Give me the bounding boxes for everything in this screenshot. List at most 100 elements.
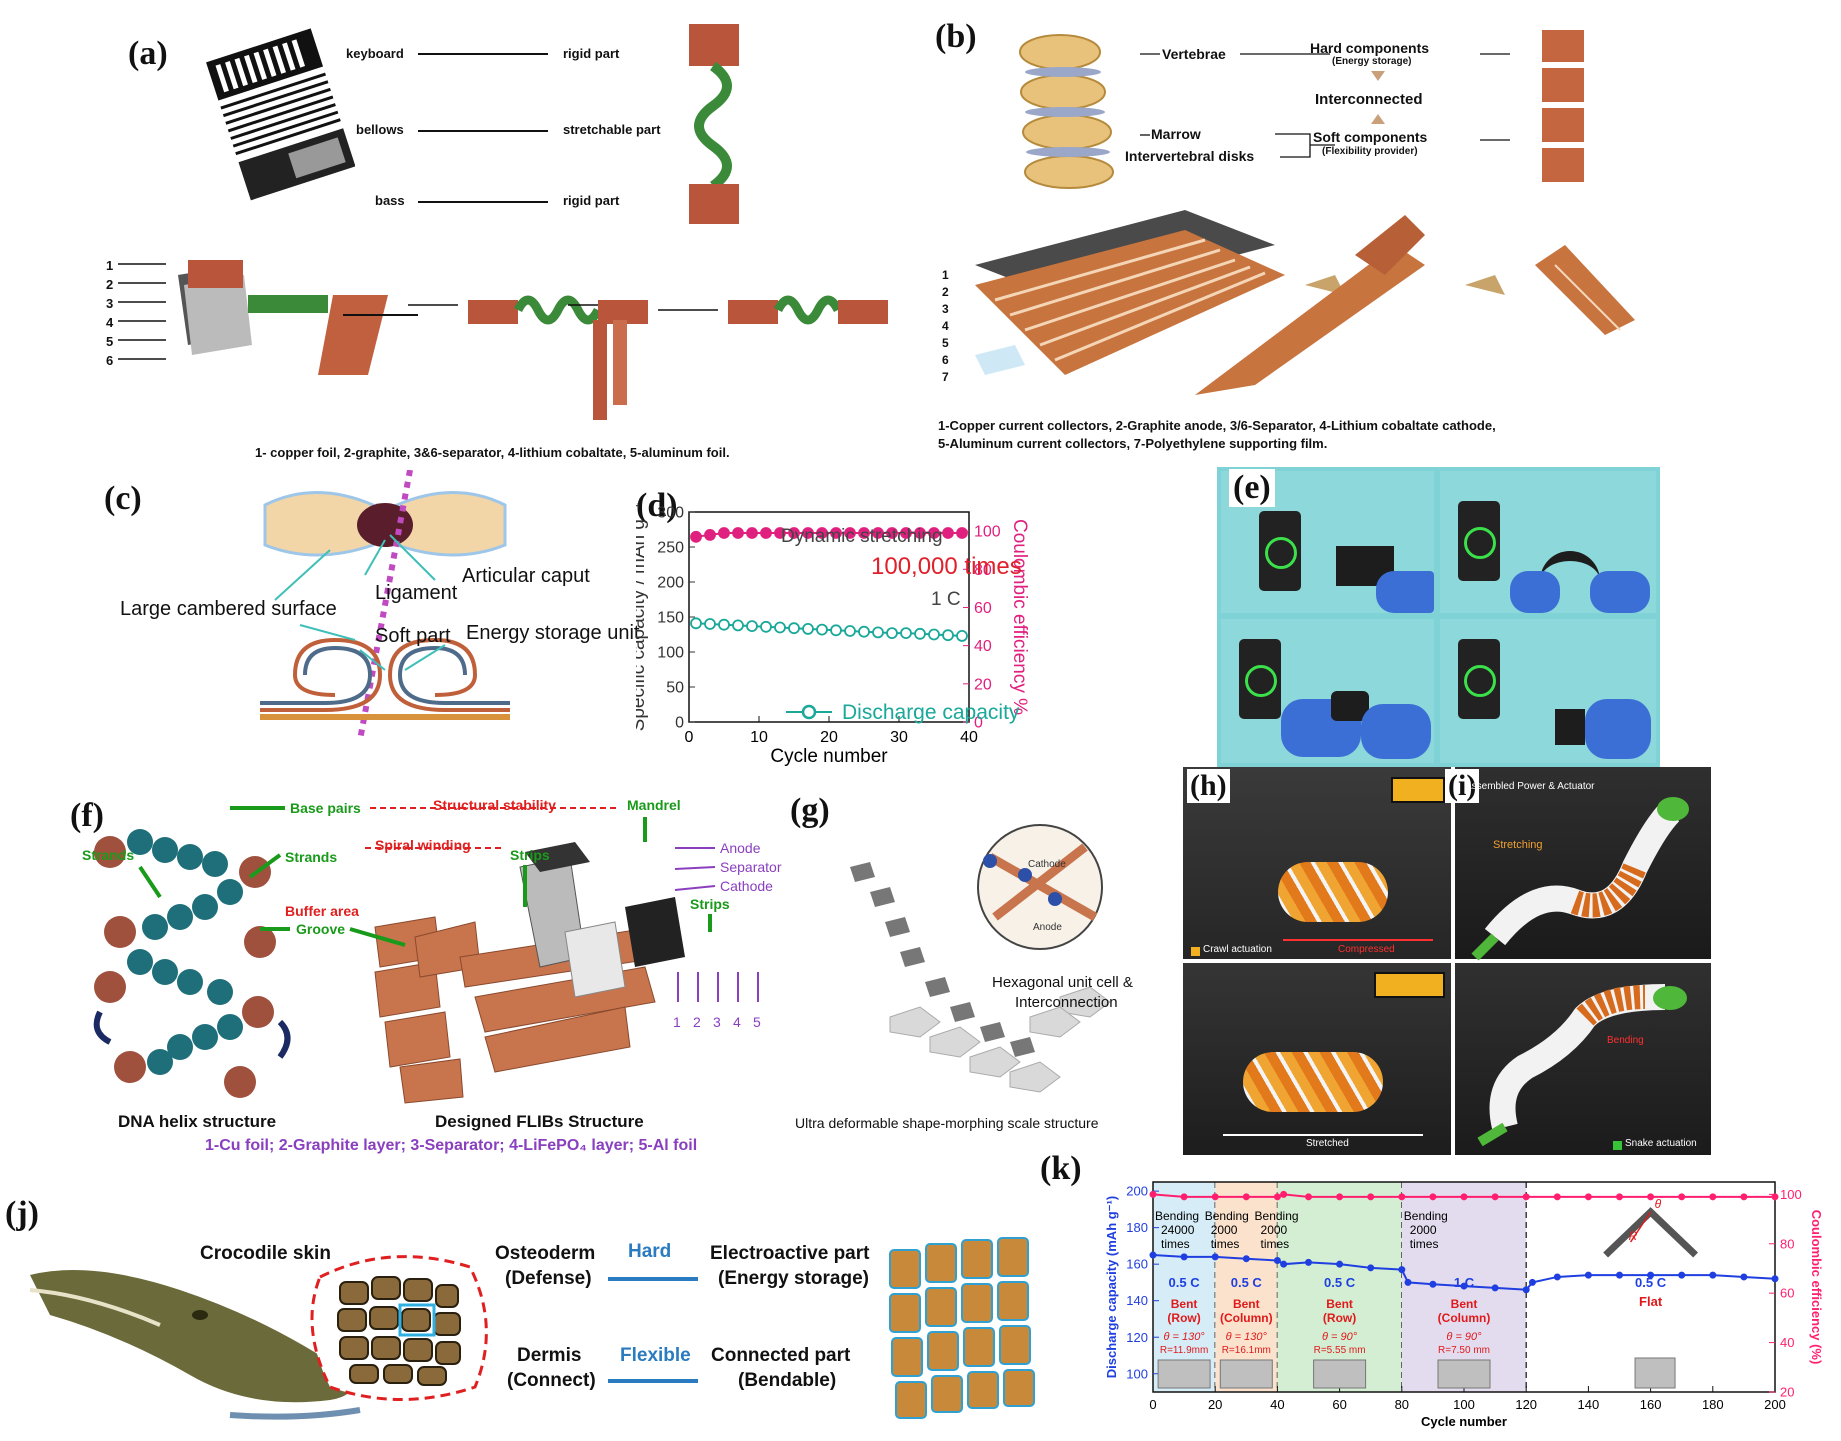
data-point — [1336, 1193, 1344, 1201]
y-tick-label: 140 — [1126, 1293, 1148, 1308]
stretched-label: Stretched — [1306, 1138, 1349, 1149]
snake-actuation-label: Snake actuation — [1625, 1138, 1697, 1149]
rate-label: 0.5 C — [1635, 1275, 1667, 1290]
compressed-arrows — [1283, 939, 1433, 941]
data-point — [1740, 1273, 1748, 1281]
tile-battery-illustration — [889, 1237, 1035, 1419]
glove-hand — [1361, 704, 1431, 759]
data-point — [872, 626, 884, 639]
analogy-left-3: bass — [375, 193, 405, 208]
data-point — [956, 527, 968, 539]
chart-region — [1153, 1182, 1216, 1392]
panel-a-label: (a) — [128, 35, 168, 72]
analogy-left-1: keyboard — [346, 46, 404, 61]
strips-label: Strips — [510, 847, 550, 863]
panel-b-caption-1: 1-Copper current collectors, 2-Graphite … — [938, 418, 1496, 433]
soft-components-sub: (Flexibility provider) — [1322, 146, 1418, 157]
data-point — [1429, 1193, 1437, 1201]
data-point — [788, 527, 800, 539]
data-point — [844, 625, 856, 637]
data-point — [1367, 1264, 1375, 1272]
x-tick-label: 140 — [1578, 1397, 1600, 1412]
panel-b-caption-2: 5-Aluminum current collectors, 7-Polyeth… — [938, 436, 1328, 451]
separator-label: Separator — [720, 859, 782, 875]
bending-note: Bending — [1155, 1209, 1199, 1223]
data-point — [1522, 1193, 1530, 1201]
data-point — [1584, 1193, 1592, 1201]
cathode-label: Cathode — [720, 878, 773, 894]
connected-sub-label: (Bendable) — [738, 1370, 837, 1391]
data-point — [1522, 1286, 1530, 1294]
photo-bent-battery — [1440, 471, 1656, 613]
data-point — [690, 617, 702, 630]
panel-c: (c) Ligament Articular caput Large cambe… — [0, 470, 700, 741]
bending-note: times — [1261, 1237, 1290, 1251]
x-tick-label: 20 — [1208, 1397, 1222, 1412]
d-annotation-dynamic: Dynamic stretching — [781, 526, 943, 547]
crawler-robot-stretched — [1243, 1052, 1383, 1112]
bend-angle-diagram — [1603, 1207, 1699, 1258]
panel-b-label: (b) — [935, 18, 977, 55]
y-axis-label: Discharge capacity (mAh g⁻¹) — [1104, 1196, 1119, 1378]
data-point — [802, 622, 814, 635]
data-point — [942, 527, 954, 539]
y2-tick-label: 0 — [974, 715, 983, 732]
data-point — [914, 527, 926, 539]
anode-label: Anode — [720, 840, 761, 856]
data-point — [1404, 1278, 1412, 1286]
data-point — [1180, 1193, 1188, 1201]
data-point — [1429, 1280, 1437, 1288]
data-point — [760, 620, 772, 633]
panel-c-label: (c) — [104, 480, 142, 517]
bending-note: times — [1410, 1237, 1439, 1251]
data-point — [1280, 1260, 1288, 1268]
data-point — [1553, 1273, 1561, 1281]
x-tick-label: 180 — [1702, 1397, 1724, 1412]
layer-label: 6 — [106, 353, 114, 368]
data-point — [802, 527, 814, 539]
analogy-right-2: stretchable part — [563, 122, 661, 137]
data-point — [1367, 1193, 1375, 1201]
panel-j-label: (j) — [5, 1195, 39, 1232]
data-point — [956, 629, 968, 642]
base-pairs-label: Base pairs — [290, 800, 361, 816]
data-point — [1398, 1266, 1406, 1274]
panel-h-label: (h) — [1187, 769, 1230, 803]
y-tick-label: 0 — [675, 715, 684, 732]
y-tick-label: 50 — [666, 680, 684, 697]
state-label: Bent — [1233, 1297, 1260, 1311]
data-point — [718, 527, 730, 539]
charging-ring-icon — [1464, 527, 1496, 559]
data-point — [1336, 1260, 1344, 1268]
state-label: (Column) — [1438, 1311, 1491, 1325]
data-point — [900, 627, 912, 640]
x-tick-label: 10 — [750, 729, 768, 746]
data-point — [1398, 1193, 1406, 1201]
strands-left-label: Strands — [82, 847, 135, 863]
strips-right-label: Strips — [690, 896, 730, 912]
x-tick-label: 20 — [820, 729, 838, 746]
charging-ring-icon — [1265, 537, 1297, 569]
articular-caput-label: Articular caput — [462, 565, 590, 587]
charging-ring-icon — [1245, 665, 1277, 697]
electroactive-sub-label: (Energy storage) — [718, 1268, 869, 1289]
data-point — [858, 527, 870, 539]
data-point — [872, 527, 884, 539]
bending-label: Bending — [1607, 1035, 1644, 1046]
soft-components-label: Soft components — [1313, 129, 1428, 145]
data-point — [718, 618, 730, 631]
chart-region — [1277, 1182, 1402, 1392]
y2-tick-label: 100 — [974, 524, 1001, 541]
y-axis-label: Specific capacity / mAh g⁻¹ — [636, 503, 649, 732]
state-label: R=16.1mm — [1222, 1345, 1271, 1356]
y2-axis-label: Coulombic efficiency (%) — [1809, 1210, 1824, 1365]
data-point — [732, 527, 744, 539]
y-tick-label: 250 — [657, 540, 684, 557]
data-point — [1678, 1271, 1686, 1279]
groove-label: Groove — [296, 921, 346, 937]
data-point — [1304, 1193, 1312, 1201]
y2-tick-label: 20 — [1780, 1385, 1794, 1400]
data-point — [704, 529, 716, 541]
data-point — [746, 527, 758, 539]
bending-note: times — [1161, 1237, 1190, 1251]
